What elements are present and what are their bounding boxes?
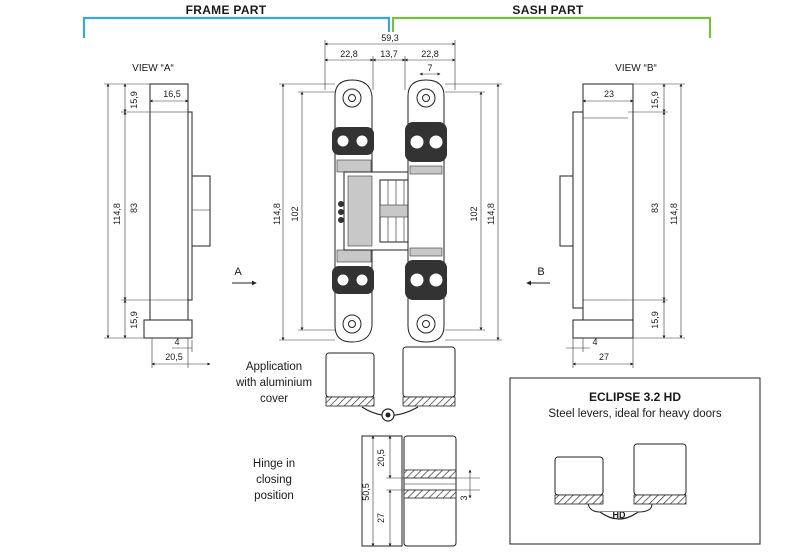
dim-a-bottom: 15,9 (129, 311, 139, 329)
view-a-label: VIEW “A“ (132, 63, 174, 74)
sash-part-label: SASH PART (512, 3, 584, 17)
dim-a-base: 4 (174, 337, 179, 347)
dim-right-width: 22,8 (421, 49, 439, 59)
dim-a-offset: 16,5 (163, 89, 181, 99)
dim-b-middle: 83 (650, 203, 660, 213)
dim-b-bottom: 15,9 (650, 311, 660, 329)
product-box: ECLIPSE 3.2 HD Steel levers, ideal for h… (509, 377, 761, 545)
dim-closing-bottom: 27 (376, 513, 386, 523)
closing-caption-2: closing (256, 474, 292, 486)
aluminium-cover-application: Application with aluminium cover (235, 346, 456, 422)
view-b: VIEW “B“ 15,9 83 15,9 114,8 23 4 27 B (526, 63, 685, 368)
view-a: VIEW “A“ 114,8 15,9 83 15,9 16,5 4 20,5 (104, 63, 257, 368)
product-title: ECLIPSE 3.2 HD (589, 390, 681, 404)
hd-badge: HD (613, 510, 626, 520)
closing-caption-1: Hinge in (253, 458, 295, 470)
dim-gap: 3 (459, 495, 469, 500)
closing-position: Hinge in closing position 20,5 50,5 27 3 (253, 435, 480, 547)
dim-closing-total: 50,5 (361, 483, 371, 501)
dim-front-height-total: 114,8 (272, 203, 282, 225)
dim-a-depth: 20,5 (165, 352, 183, 362)
dim-front-height-total-r: 114,8 (486, 203, 496, 225)
sash-part-header: SASH PART (391, 3, 712, 38)
dim-b-base: 4 (592, 337, 597, 347)
dim-b-depth: 27 (599, 352, 609, 362)
aluminium-caption-2: with aluminium (235, 377, 312, 389)
dim-total-width: 59,3 (381, 33, 399, 43)
product-subtitle: Steel levers, ideal for heavy doors (548, 408, 721, 420)
aluminium-caption-1: Application (246, 361, 302, 373)
dim-b-offset: 23 (604, 89, 614, 99)
aluminium-caption-3: cover (260, 393, 288, 405)
closing-caption-3: position (254, 490, 294, 502)
dim-a-top: 15,9 (129, 91, 139, 109)
dim-a-middle: 83 (129, 203, 139, 213)
frame-part-label: FRAME PART (186, 3, 267, 17)
dim-front-height-inner: 102 (290, 206, 300, 221)
dim-center-width: 13,7 (380, 49, 398, 59)
dim-slot: 7 (427, 63, 432, 73)
dim-front-height-inner-r: 102 (469, 206, 479, 221)
arrow-b-label: B (537, 266, 544, 278)
dim-left-width: 22,8 (340, 49, 358, 59)
view-b-label: VIEW “B“ (615, 63, 657, 74)
dim-closing-top: 20,5 (376, 449, 386, 467)
arrow-a-label: A (234, 266, 242, 278)
dim-a-height-total: 114,8 (112, 203, 122, 225)
dim-b-top: 15,9 (650, 91, 660, 109)
hinge-front-view: 59,3 22,8 13,7 22,8 7 114,8 102 102 114,… (272, 33, 502, 343)
dim-b-height-total: 114,8 (669, 203, 679, 225)
frame-part-header: FRAME PART (82, 3, 391, 38)
